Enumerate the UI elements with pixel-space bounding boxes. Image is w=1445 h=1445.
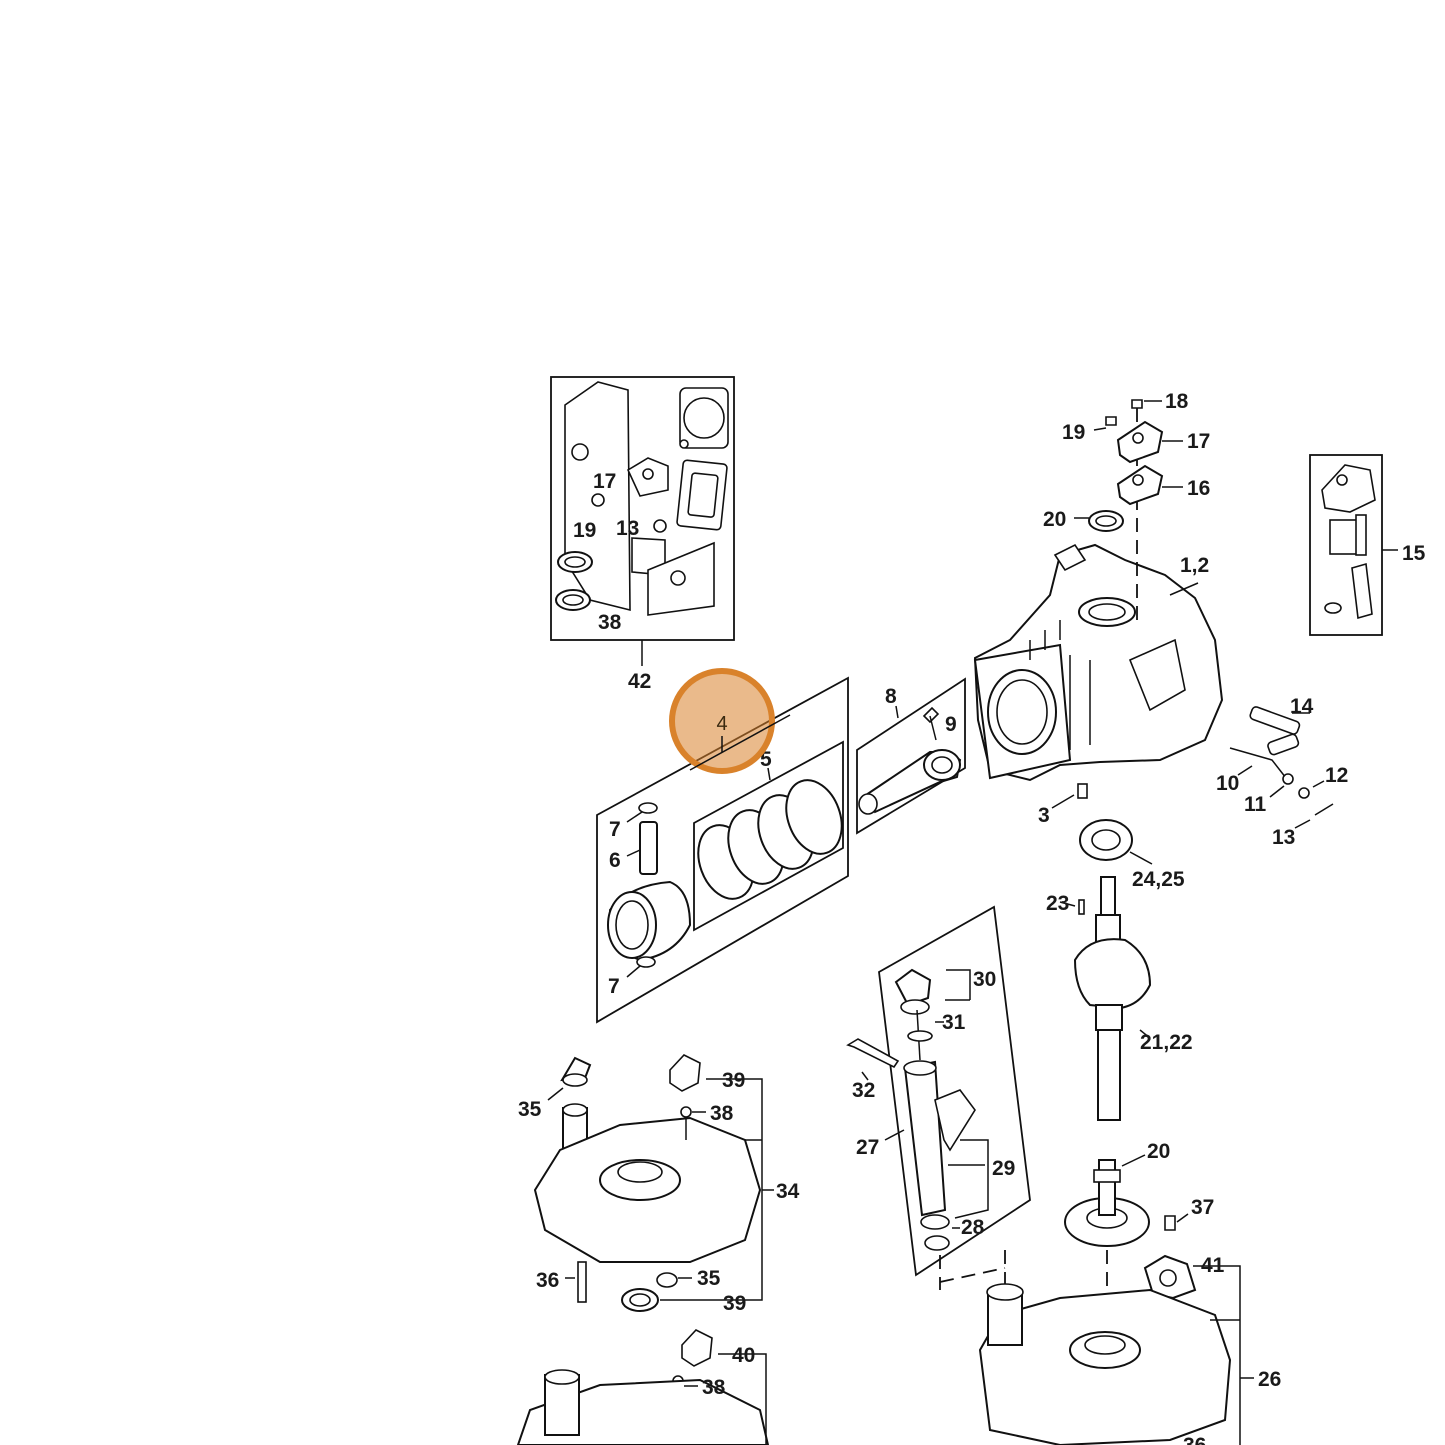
- callout-34[interactable]: 34: [776, 1180, 800, 1203]
- connecting-rod-group: [856, 677, 966, 835]
- callout-38a[interactable]: 37: [1191, 1196, 1214, 1219]
- callout-12[interactable]: 11: [1244, 793, 1267, 816]
- callout-7a[interactable]: 7: [609, 818, 621, 841]
- governor-lever-parts: [1229, 706, 1334, 829]
- callout-21-22[interactable]: 21,22: [1140, 1031, 1193, 1054]
- callout-23[interactable]: 23: [1046, 892, 1069, 915]
- dipstick-tube-group: [846, 905, 1031, 1290]
- callout-36b[interactable]: 36: [1183, 1434, 1206, 1445]
- gasket-kit-group: [550, 376, 735, 666]
- callout-32[interactable]: 32: [852, 1079, 875, 1102]
- callout-4-highlighted[interactable]: 4: [716, 713, 727, 735]
- governor-gear: [1064, 1154, 1189, 1300]
- callout-15[interactable]: 14: [1290, 695, 1314, 718]
- sump-cover-left: [533, 1054, 774, 1312]
- callout-39a[interactable]: 38: [598, 611, 622, 634]
- callout-20b[interactable]: 20: [1043, 508, 1066, 531]
- callout-19b[interactable]: 19: [1062, 421, 1085, 444]
- callout-38b[interactable]: 38: [710, 1102, 734, 1125]
- callout-3[interactable]: 3: [1038, 804, 1050, 827]
- callout-8[interactable]: 8: [885, 685, 897, 708]
- callout-42[interactable]: 41: [1201, 1254, 1225, 1277]
- callout-6[interactable]: 6: [609, 849, 621, 872]
- callout-18[interactable]: 17: [1187, 430, 1210, 453]
- main-bearing: [1079, 819, 1153, 865]
- callout-10[interactable]: 20: [1147, 1140, 1170, 1163]
- callout-38c[interactable]: 38: [702, 1376, 726, 1399]
- callout-1-2[interactable]: 1,2: [1180, 554, 1209, 577]
- top-cover-parts: [1074, 399, 1183, 620]
- sump-cover-right: [978, 1254, 1254, 1445]
- cylinder-block-group: [973, 543, 1224, 809]
- callout-31[interactable]: 31: [942, 1011, 966, 1034]
- callout-11[interactable]: 10: [1216, 772, 1239, 795]
- highlighted-callout-marker[interactable]: 4: [669, 668, 791, 774]
- crankshaft: [1059, 876, 1152, 1121]
- breather-kit-group: [1309, 454, 1398, 636]
- callout-14[interactable]: 13: [1272, 826, 1295, 849]
- callout-30[interactable]: 30: [973, 968, 996, 991]
- sump-cover-lower-left: [516, 1329, 770, 1445]
- callout-19a[interactable]: 18: [1165, 390, 1189, 413]
- callout-17b[interactable]: 16: [1187, 477, 1210, 500]
- callout-24-25[interactable]: 24,25: [1132, 868, 1185, 891]
- callout-39b[interactable]: 39: [723, 1292, 746, 1315]
- callout-36a[interactable]: 35: [697, 1267, 721, 1290]
- callout-17a[interactable]: 17: [593, 470, 616, 493]
- callout-41[interactable]: 40: [732, 1344, 755, 1367]
- callout-20a[interactable]: 19: [573, 519, 596, 542]
- callout-13b[interactable]: 12: [1325, 764, 1348, 787]
- callout-16[interactable]: 15: [1402, 542, 1426, 565]
- callout-26[interactable]: 26: [1258, 1368, 1281, 1391]
- callout-37[interactable]: 36: [536, 1269, 559, 1292]
- callout-13a[interactable]: 13: [616, 517, 639, 540]
- callout-27[interactable]: 27: [856, 1136, 879, 1159]
- callout-40[interactable]: 39: [722, 1069, 745, 1092]
- piston-kit-group: [596, 676, 849, 1024]
- callout-35[interactable]: 35: [518, 1098, 542, 1121]
- callout-43[interactable]: 42: [628, 670, 651, 693]
- callout-28[interactable]: 28: [961, 1216, 985, 1239]
- callout-7b[interactable]: 7: [608, 975, 620, 998]
- callout-29[interactable]: 29: [992, 1157, 1015, 1180]
- callout-9[interactable]: 9: [945, 713, 957, 736]
